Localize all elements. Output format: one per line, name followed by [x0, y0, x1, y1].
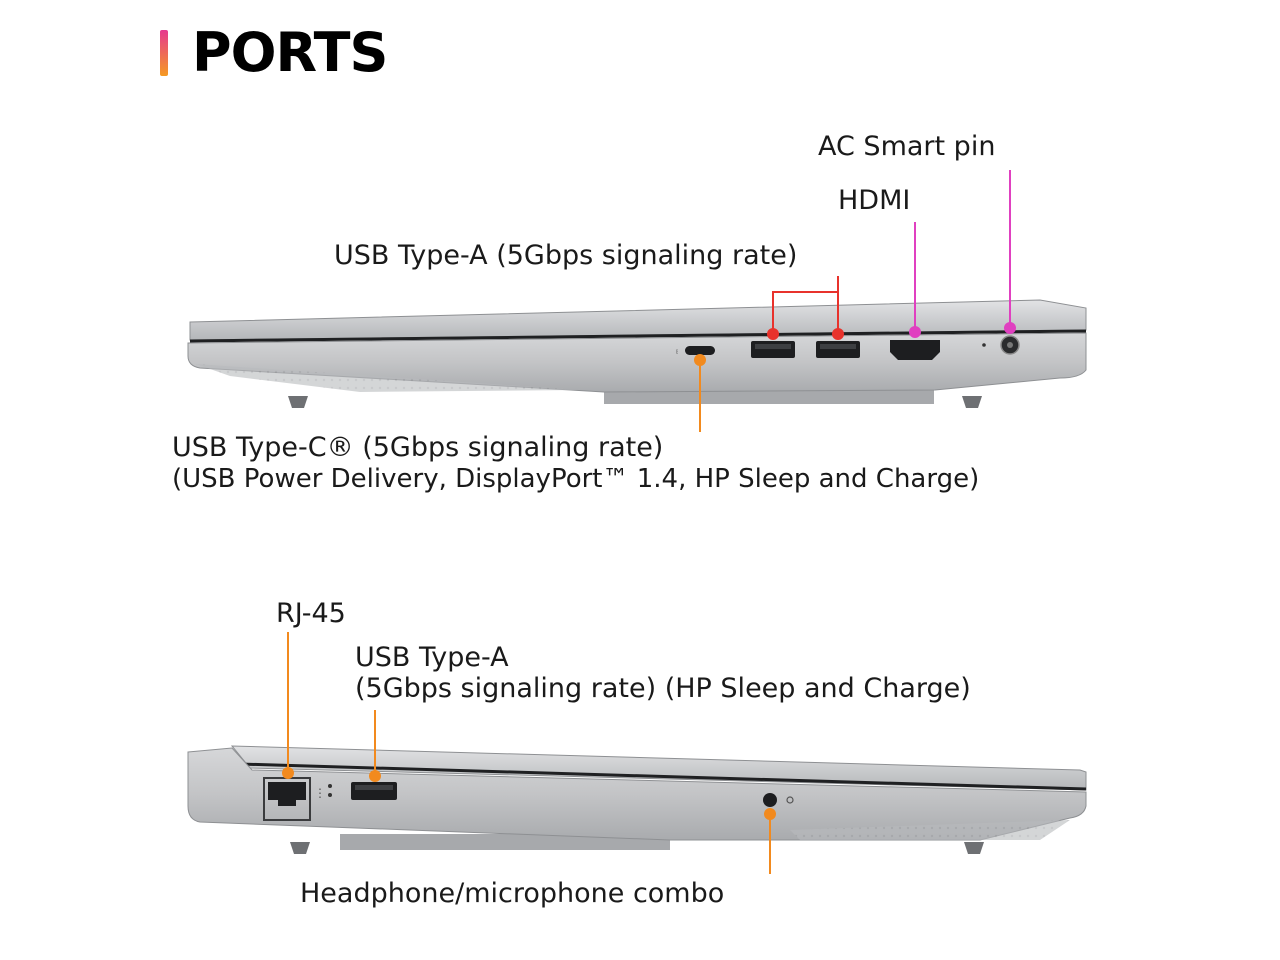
- callout-usb-c: [694, 354, 706, 432]
- page-title: PORTS: [192, 21, 388, 84]
- label-usb-c-line2: (USB Power Delivery, DisplayPort™ 1.4, H…: [172, 464, 980, 494]
- laptop-right-side: [187, 299, 1087, 408]
- lid-gap: [189, 329, 1087, 343]
- underside-strip: [340, 834, 670, 850]
- label-usb-a-top: USB Type-A (5Gbps signaling rate): [334, 240, 798, 271]
- callout-headphone: [764, 808, 776, 874]
- hdmi-port-icon: [890, 340, 940, 360]
- label-rj45: RJ-45: [276, 598, 346, 629]
- foot-left: [290, 842, 310, 854]
- laptop-left-side: [187, 745, 1087, 854]
- usb-a-port-icon: [816, 341, 860, 358]
- power-pin-icon: [1000, 335, 1020, 355]
- title-accent-bar: [160, 30, 168, 76]
- network-indicator-icon: ⋮: [314, 784, 332, 800]
- label-hdmi: HDMI: [838, 185, 911, 216]
- vent-mesh-right: [790, 820, 1070, 840]
- foot-right: [962, 396, 982, 408]
- led-dot: [982, 343, 986, 347]
- callout-usb-a-top: [767, 276, 844, 340]
- callout-ac-smart-pin: [1004, 170, 1016, 334]
- label-usb-a-bottom-line1: USB Type-A: [355, 642, 509, 673]
- audio-jack-icon: [763, 793, 794, 807]
- label-ac-smart-pin: AC Smart pin: [818, 131, 996, 162]
- usb-a-port-icon: [351, 782, 397, 800]
- lid: [189, 299, 1087, 341]
- label-usb-c-line1: USB Type-C® (5Gbps signaling rate): [172, 432, 664, 463]
- svg-text:⎓: ⎓: [674, 349, 681, 354]
- label-headphone: Headphone/microphone combo: [300, 878, 725, 909]
- base: [187, 747, 1087, 841]
- callout-usb-a-bottom: [369, 710, 381, 782]
- callout-hdmi: [909, 222, 921, 338]
- svg-text:⋮: ⋮: [314, 786, 326, 800]
- lid-gap: [239, 762, 1087, 791]
- foot-left: [288, 396, 308, 408]
- label-usb-a-bottom-line2: (5Gbps signaling rate) (HP Sleep and Cha…: [355, 673, 971, 704]
- usb-a-port-icon: [751, 341, 795, 358]
- foot-right: [964, 842, 984, 854]
- usb-c-port-icon: ⎓: [674, 346, 715, 355]
- vent-mesh-left: [196, 364, 580, 392]
- callout-rj45: [282, 632, 294, 779]
- base: [187, 332, 1087, 393]
